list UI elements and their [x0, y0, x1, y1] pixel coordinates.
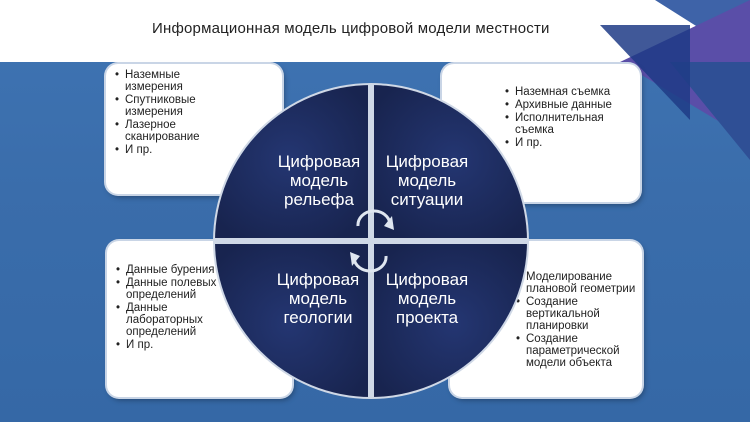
list-item: Данные лабораторных определений — [116, 302, 226, 338]
list-item: И пр. — [115, 144, 225, 156]
quadrant-label-project: Цифровая модель проекта — [385, 270, 469, 327]
list-item: Данные полевых определений — [116, 277, 226, 301]
relief-sources-list: Наземные измерения Спутниковые измерения… — [115, 69, 225, 157]
list-item: Наземная съемка — [505, 86, 635, 98]
list-item: Данные бурения — [116, 264, 226, 276]
list-item: Наземные измерения — [115, 69, 225, 93]
list-item: Исполнительная съемка — [505, 112, 635, 136]
page-title: Информационная модель цифровой модели ме… — [152, 20, 550, 37]
list-item: Лазерное сканирование — [115, 119, 225, 143]
geology-sources-list: Данные бурения Данные полевых определени… — [116, 264, 226, 352]
cycle-arrows-icon — [350, 209, 394, 273]
situation-sources-list: Наземная съемка Архивные данные Исполнит… — [505, 86, 635, 150]
list-item: Спутниковые измерения — [115, 94, 225, 118]
quadrant-label-situation: Цифровая модель ситуации — [385, 152, 469, 209]
quadrant-label-geology: Цифровая модель геологии — [276, 270, 360, 327]
list-item: И пр. — [505, 137, 635, 149]
list-item: Моделирование плановой геометрии — [516, 271, 638, 295]
circle-outline — [213, 83, 529, 399]
list-item: Архивные данные — [505, 99, 635, 111]
list-item: И пр. — [116, 339, 226, 351]
project-tasks-list: Моделирование плановой геометрии Создани… — [516, 271, 638, 370]
quadrant-label-relief: Цифровая модель рельефа — [277, 152, 361, 209]
list-item: Создание вертикальной планировки — [516, 296, 638, 332]
list-item: Создание параметрической модели объекта — [516, 333, 638, 369]
